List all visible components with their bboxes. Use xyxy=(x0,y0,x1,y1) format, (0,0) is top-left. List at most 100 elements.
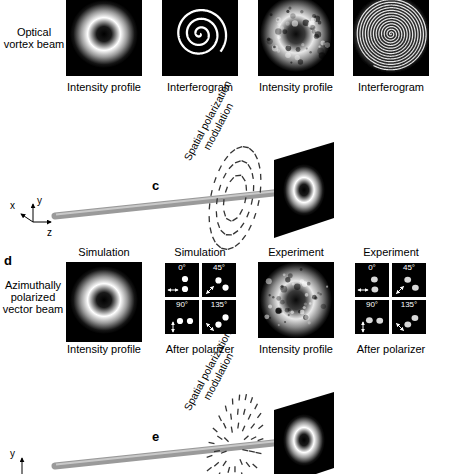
axis-label: y xyxy=(37,195,45,206)
donut-beam xyxy=(283,414,325,466)
speckle xyxy=(268,294,270,296)
donut-beam xyxy=(70,0,138,68)
row-label: Azimuthally polarized vector beam xyxy=(1,279,65,315)
speckle xyxy=(304,315,309,320)
speckle xyxy=(318,46,320,48)
speckle xyxy=(312,14,316,18)
polarization-dash xyxy=(225,406,226,412)
polarization-dash xyxy=(257,413,261,418)
polarization-dash xyxy=(224,156,228,161)
polarization-dash xyxy=(252,173,253,179)
polarization-dash xyxy=(241,223,244,228)
polarizer-arrow xyxy=(173,322,174,332)
polarization-dash xyxy=(221,230,225,234)
speckle xyxy=(309,51,311,53)
image-ground xyxy=(66,0,142,76)
speckle xyxy=(276,307,282,313)
axis-line xyxy=(21,214,33,222)
polarization-dash xyxy=(216,211,218,217)
polarization-pattern xyxy=(207,394,264,474)
polarization-dash xyxy=(209,442,215,443)
speckle xyxy=(321,304,326,309)
polarization-dash xyxy=(216,198,218,204)
donut-beam xyxy=(283,164,325,216)
polarization-dash xyxy=(242,426,244,431)
image-ground xyxy=(258,0,334,76)
speckle xyxy=(276,17,281,22)
axis-line xyxy=(33,222,51,223)
speckle xyxy=(279,310,282,313)
speckle xyxy=(303,306,306,309)
speckle xyxy=(290,62,292,64)
intensity-lobe xyxy=(177,318,183,324)
intensity-lobe xyxy=(412,285,419,291)
fringes xyxy=(178,10,226,53)
polarization-dash xyxy=(228,467,230,473)
polarization-dash xyxy=(224,211,226,217)
polarization-dash xyxy=(240,209,243,214)
image-ground xyxy=(392,300,426,334)
speckle xyxy=(307,282,311,286)
speckle xyxy=(286,10,289,13)
speckle xyxy=(295,55,300,60)
panel-caption: After polarizer xyxy=(344,343,438,355)
polarization-dash xyxy=(233,231,238,234)
polarization-dash xyxy=(241,472,243,474)
intensity-image xyxy=(66,262,142,342)
light-beam xyxy=(55,440,302,466)
light-beam xyxy=(55,190,302,216)
speckle xyxy=(323,41,329,47)
light-beam-highlight xyxy=(56,189,302,215)
polarization-dash xyxy=(223,461,226,466)
polarization-dash xyxy=(223,423,226,428)
donut-beam xyxy=(260,0,332,72)
panel-letter: e xyxy=(152,430,164,444)
polarization-dash xyxy=(230,414,232,420)
polarization-dash xyxy=(207,455,213,457)
speckle xyxy=(294,283,301,290)
polarization-dash xyxy=(242,161,248,163)
polarization-dash xyxy=(228,247,234,249)
speckle xyxy=(286,22,290,26)
panel-caption: Intensity profile xyxy=(57,81,151,93)
polarization-dash xyxy=(213,428,217,432)
polarization-dash xyxy=(256,452,262,453)
speckle xyxy=(326,286,328,288)
speckle xyxy=(266,278,272,284)
polarization-dash xyxy=(251,424,255,429)
intensity-lobe xyxy=(371,276,378,282)
speckle xyxy=(300,268,303,271)
speckle xyxy=(264,314,269,319)
polarization-dash xyxy=(244,409,245,415)
speckle xyxy=(308,321,311,324)
speckle xyxy=(300,310,305,315)
row-label: Optical vortex beam xyxy=(2,26,66,50)
polarizer-arrow xyxy=(206,323,213,330)
polarization-dash xyxy=(260,174,262,180)
image-ground xyxy=(66,262,142,342)
polarization-dash xyxy=(255,404,258,409)
polarizer-arrow xyxy=(358,290,368,291)
polarization-dash xyxy=(214,462,219,466)
speckle xyxy=(319,52,326,59)
polarizer-image xyxy=(202,300,236,334)
speckle xyxy=(296,47,301,52)
polarization-dash xyxy=(258,200,259,206)
polarization-dash xyxy=(207,467,212,471)
polarizer-image xyxy=(355,300,389,334)
speckle xyxy=(286,46,292,52)
polarization-dash xyxy=(259,163,260,169)
polarization-dash xyxy=(249,451,255,452)
speckle xyxy=(285,308,290,313)
polarizer-angle: 0° xyxy=(355,264,389,273)
speckle xyxy=(301,43,304,46)
image-ground xyxy=(355,300,389,334)
speckle xyxy=(302,281,308,287)
polarizer-arrow xyxy=(168,290,178,291)
speckle xyxy=(291,310,295,314)
polarization-dash xyxy=(258,439,264,441)
polarization-dash xyxy=(258,425,263,429)
column-header: Simulation xyxy=(155,246,245,258)
polarizer-angle: 0° xyxy=(165,264,199,273)
polarization-dash xyxy=(219,166,222,171)
